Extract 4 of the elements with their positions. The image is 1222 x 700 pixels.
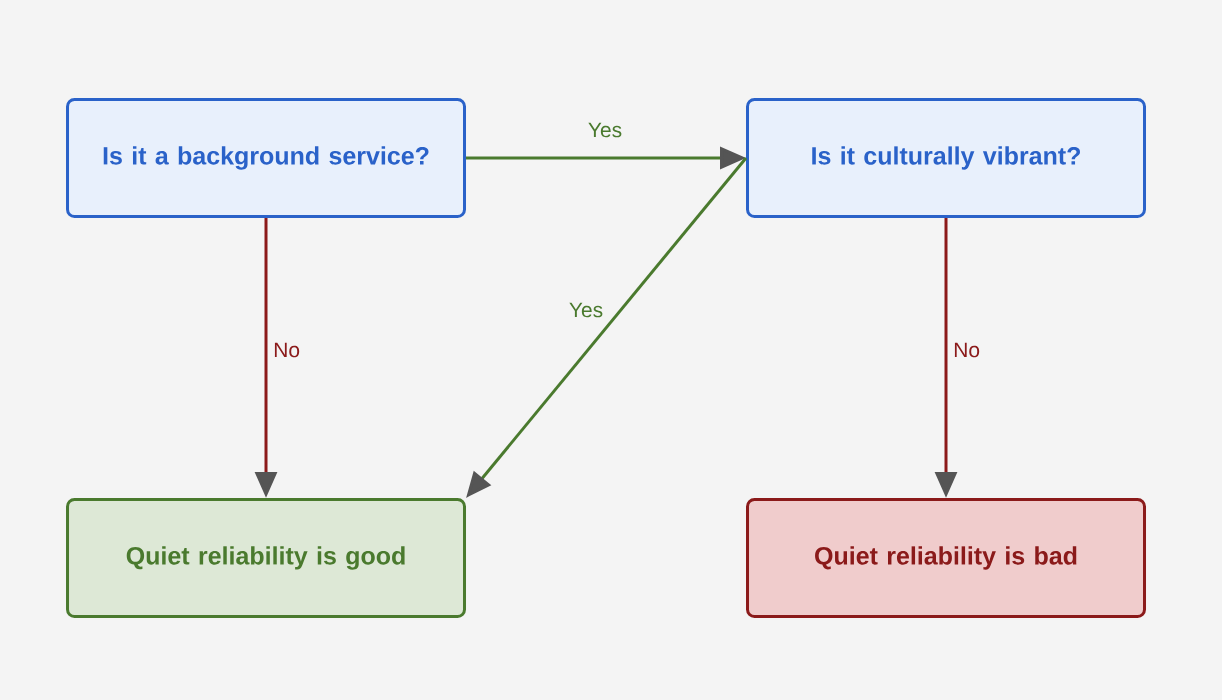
question-box: Is it culturally vibrant? [746, 98, 1146, 218]
question-box: Is it a background service? [66, 98, 466, 218]
outcome-box: Quiet reliability is good [66, 498, 466, 618]
outcome-box: Quiet reliability is bad [746, 498, 1146, 618]
